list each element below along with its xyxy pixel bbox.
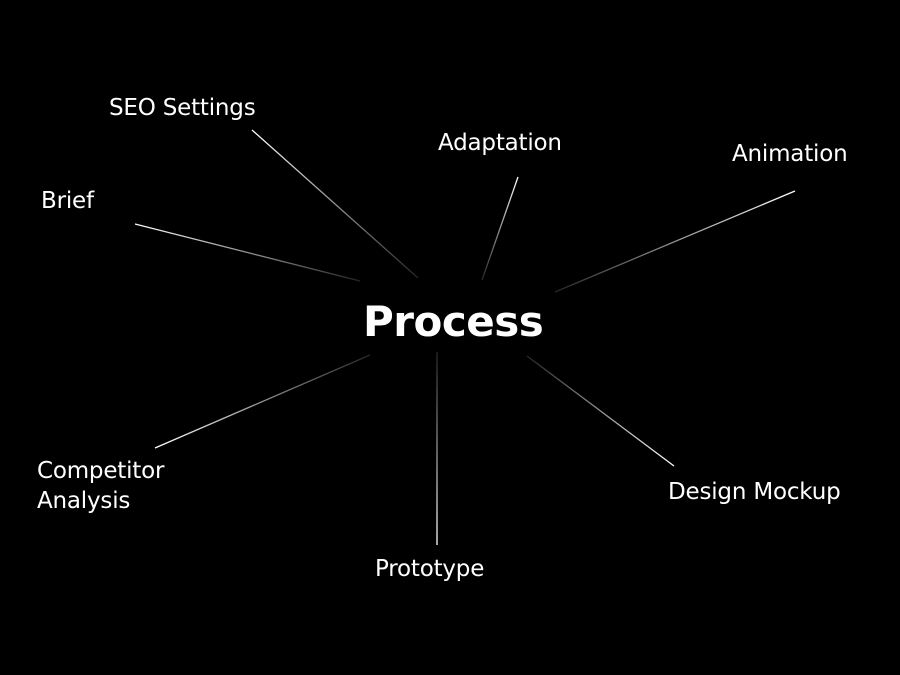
connector-design-mockup — [526, 355, 675, 467]
connector-adaptation — [481, 176, 519, 281]
node-animation: Animation — [732, 141, 848, 167]
node-competitor-analysis: Competitor Analysis — [37, 456, 164, 516]
node-competitor-analysis-line-1: Competitor — [37, 458, 165, 484]
connector-animation — [554, 190, 796, 293]
node-seo-settings: SEO Settings — [109, 95, 256, 121]
node-brief: Brief — [41, 188, 94, 214]
node-adaptation: Adaptation — [438, 130, 562, 156]
node-prototype: Prototype — [375, 556, 485, 582]
node-competitor-analysis-line-2: Analysis — [37, 488, 131, 514]
connector-competitor-analysis — [154, 354, 371, 449]
connector-brief — [134, 223, 361, 282]
node-design-mockup: Design Mockup — [668, 479, 841, 505]
center-node-title: Process — [363, 297, 544, 346]
connector-seo-settings — [251, 129, 419, 279]
